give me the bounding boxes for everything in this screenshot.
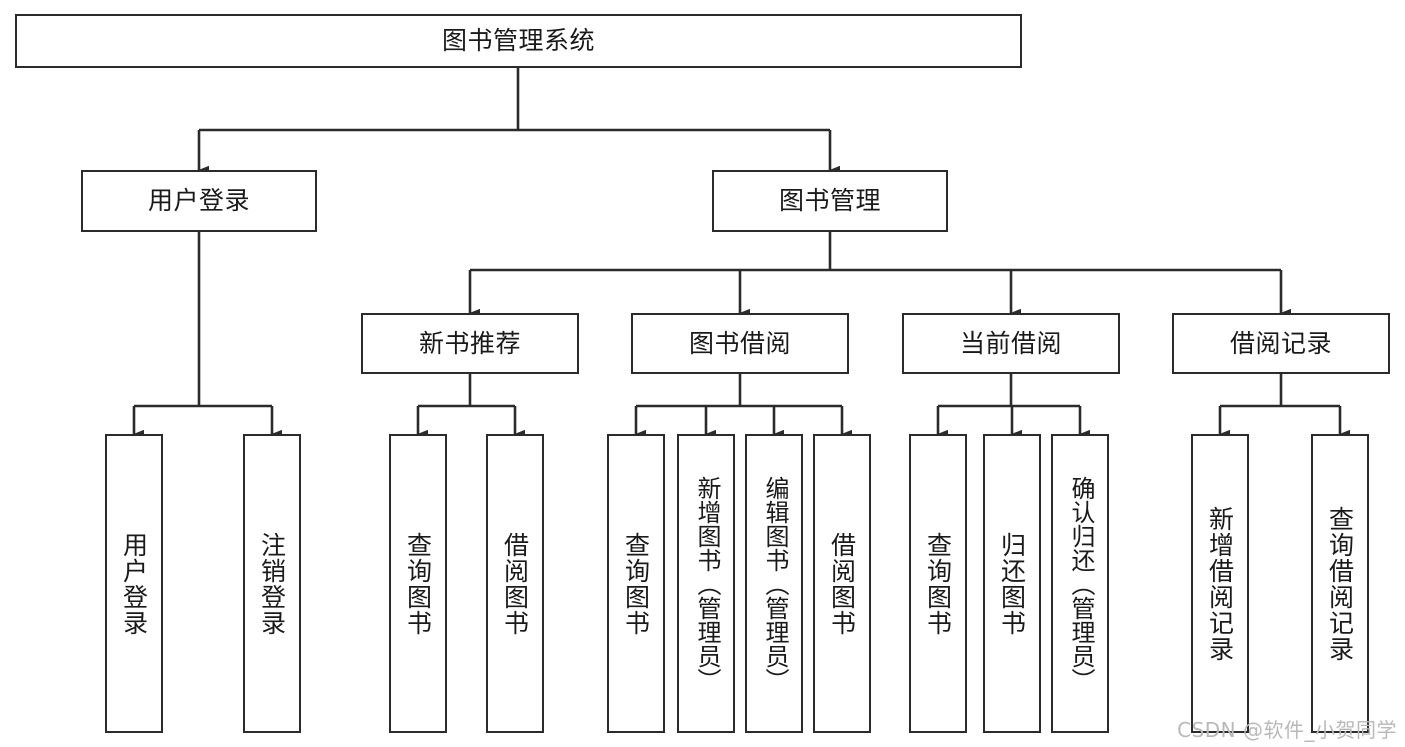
node-label: 新增借阅记录 [1205,505,1235,662]
node-label: 用户登录 [147,186,250,215]
node-label: 查询借阅记录 [1325,505,1355,662]
node-label: 查询图书 [923,531,953,636]
node-leaf-confirm-return[interactable]: 确认归还（管理员） [1051,434,1109,733]
node-label: 新书推荐 [418,328,521,358]
node-leaf-return-book[interactable]: 归还图书 [983,434,1041,733]
node-label: 借阅记录 [1229,328,1332,358]
node-leaf-borrow-book-1[interactable]: 借阅图书 [486,434,544,733]
connector-lines [132,68,1350,439]
node-root-book-management-system[interactable]: 图书管理系统 [15,14,1022,68]
node-label: 新增图书（管理员） [692,475,721,692]
node-leaf-query-book-1[interactable]: 查询图书 [389,434,447,733]
node-label: 借阅图书 [500,531,530,636]
node-label: 图书管理系统 [441,26,595,55]
node-leaf-logout[interactable]: 注销登录 [243,434,301,733]
node-leaf-user-login[interactable]: 用户登录 [105,434,163,733]
node-leaf-add-record[interactable]: 新增借阅记录 [1191,434,1249,733]
node-label: 图书管理 [778,186,881,215]
node-leaf-query-record[interactable]: 查询借阅记录 [1311,434,1369,733]
node-leaf-borrow-book-2[interactable]: 借阅图书 [813,434,871,733]
node-label: 查询图书 [403,531,433,636]
node-current-borrow[interactable]: 当前借阅 [902,313,1120,374]
node-label: 编辑图书（管理员） [760,475,789,692]
node-label: 注销登录 [257,531,287,636]
node-label: 用户登录 [119,531,149,636]
node-label: 查询图书 [621,531,651,636]
node-label: 当前借阅 [959,328,1062,358]
node-label: 归还图书 [997,531,1027,636]
node-leaf-query-book-3[interactable]: 查询图书 [909,434,967,733]
node-book-borrow[interactable]: 图书借阅 [631,313,849,374]
node-leaf-edit-book[interactable]: 编辑图书（管理员） [745,434,803,733]
node-leaf-add-book[interactable]: 新增图书（管理员） [677,434,735,733]
node-borrow-record[interactable]: 借阅记录 [1172,313,1390,374]
node-new-book-rec[interactable]: 新书推荐 [361,313,579,374]
node-leaf-query-book-2[interactable]: 查询图书 [607,434,665,733]
node-label: 确认归还（管理员） [1066,475,1095,692]
node-label: 借阅图书 [827,531,857,636]
node-book-manage[interactable]: 图书管理 [712,170,948,232]
node-label: 图书借阅 [688,328,791,358]
node-user-login[interactable]: 用户登录 [81,170,317,232]
